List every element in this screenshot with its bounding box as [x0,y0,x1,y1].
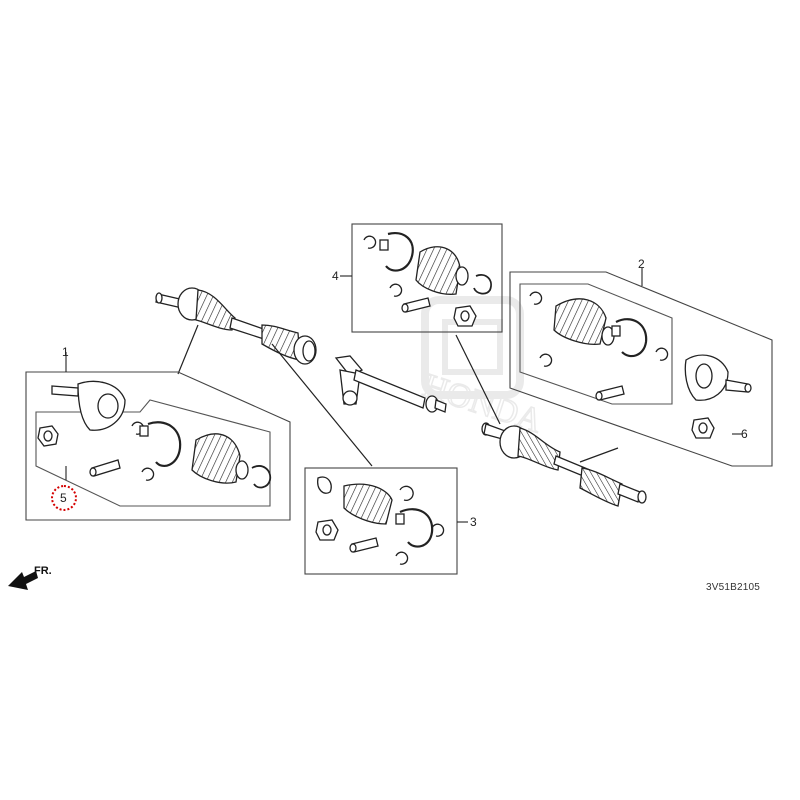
kit-frame-3 [304,467,468,575]
leader-lines [177,324,619,467]
callout-3: 3 [470,515,477,529]
highlight-ring [51,485,77,511]
diagram-code: 3V51B2105 [706,582,761,593]
callout-1: 1 [62,345,69,359]
front-direction-arrow-icon [8,571,38,590]
kit-3-parts [315,476,445,565]
front-label: FR. [34,565,52,577]
kit-2-parts [529,291,752,439]
honda-watermark: HONDA [418,296,548,441]
intermediate-shaft [334,355,447,413]
kit-frame-1 [25,352,291,521]
callout-4: 4 [332,269,339,283]
kit-frame-2 [509,268,773,467]
kit-4-parts [363,232,492,327]
callout-6: 6 [741,427,748,441]
callout-2: 2 [638,257,645,271]
kit-1-parts [37,380,272,489]
right-driveshaft-assembly [481,422,647,507]
kit-frame-4 [340,223,503,333]
left-driveshaft-assembly [155,287,317,365]
